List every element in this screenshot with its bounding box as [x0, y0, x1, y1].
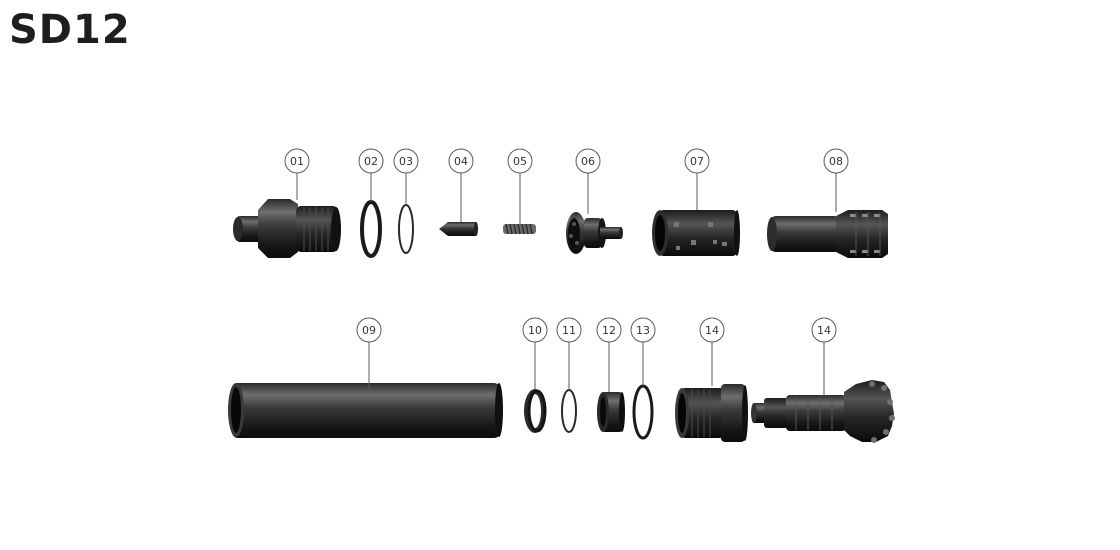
- callout-12: 12: [596, 317, 622, 392]
- callout-label: 09: [362, 324, 376, 337]
- page-title: SD12: [9, 7, 131, 53]
- part-piston: [767, 210, 888, 258]
- part-inner-cylinder: [652, 210, 740, 256]
- callout-07: 07: [684, 148, 710, 210]
- callout-03: 03: [393, 148, 419, 205]
- callout-02: 02: [358, 148, 384, 202]
- callout-label: 01: [290, 155, 304, 168]
- callout-06: 06: [575, 148, 601, 214]
- callout-14-chuck: 14: [699, 317, 725, 386]
- callout-09: 09: [356, 317, 382, 390]
- callout-label: 13: [636, 324, 650, 337]
- callout-label: 07: [690, 155, 704, 168]
- part-o-ring-small: [398, 204, 414, 254]
- part-spring: [503, 223, 536, 235]
- part-bit-retaining-ring: [597, 392, 625, 432]
- part-o-ring-thin: [561, 389, 577, 433]
- callout-label: 03: [399, 155, 413, 168]
- callout-label: 10: [528, 324, 542, 337]
- callout-label: 11: [562, 324, 576, 337]
- callout-11: 11: [556, 317, 582, 390]
- callout-10: 10: [522, 317, 548, 389]
- callout-label: 08: [829, 155, 843, 168]
- part-o-ring-bottom: [632, 384, 654, 440]
- part-drill-bit: [751, 380, 895, 443]
- callout-13: 13: [630, 317, 656, 386]
- part-guide-ring: [524, 389, 547, 433]
- part-top-sub: [233, 199, 341, 258]
- callout-05: 05: [507, 148, 533, 224]
- callout-label: 06: [581, 155, 595, 168]
- part-air-distributor: [566, 212, 623, 254]
- callout-01: 01: [284, 148, 310, 200]
- callout-04: 04: [448, 148, 474, 222]
- callout-label: 02: [364, 155, 378, 168]
- callout-14-bit: 14: [811, 317, 837, 396]
- callout-label: 12: [602, 324, 616, 337]
- callout-label: 04: [454, 155, 468, 168]
- callout-label: 05: [513, 155, 527, 168]
- part-o-ring-large: [360, 200, 382, 258]
- callout-08: 08: [823, 148, 849, 212]
- callout-label: 14: [705, 324, 719, 337]
- callout-label: 14: [817, 324, 831, 337]
- part-chuck: [675, 384, 748, 442]
- part-outer-casing: [228, 383, 503, 438]
- part-check-valve: [439, 222, 478, 236]
